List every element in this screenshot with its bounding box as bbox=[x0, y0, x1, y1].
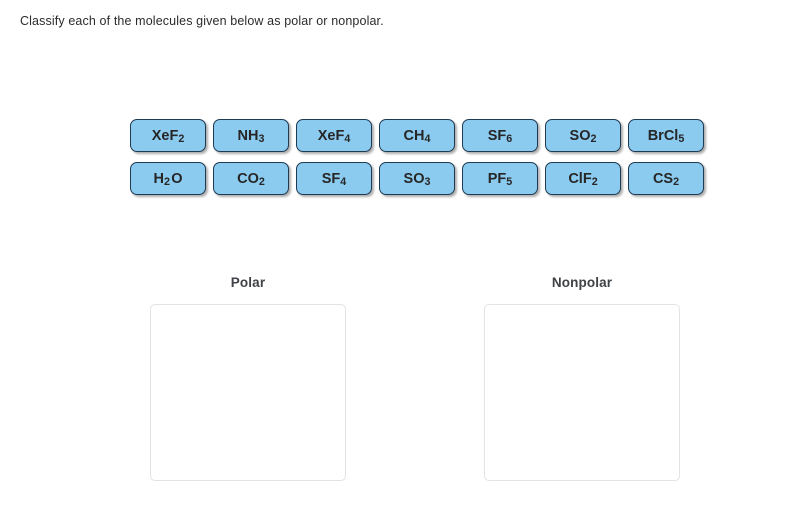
molecule-formula: SF6 bbox=[487, 127, 513, 145]
molecule-formula: CO2 bbox=[237, 170, 265, 188]
molecule-chip-brcl5[interactable]: BrCl5 bbox=[628, 119, 704, 152]
molecule-chip-cs2[interactable]: CS2 bbox=[628, 162, 704, 195]
molecule-chip-clf2[interactable]: ClF2 bbox=[545, 162, 621, 195]
molecule-chip-xef2[interactable]: XeF2 bbox=[130, 119, 206, 152]
molecule-chip-nh3[interactable]: NH3 bbox=[213, 119, 289, 152]
molecule-chip-bank: XeF2 NH3 XeF4 CH4 SF6 SO2 BrCl5 H2O CO2 SF4 SO3 PF… bbox=[130, 119, 710, 195]
molecule-chip-so3[interactable]: SO3 bbox=[379, 162, 455, 195]
molecule-chip-so2[interactable]: SO2 bbox=[545, 119, 621, 152]
molecule-formula: CS2 bbox=[652, 170, 680, 188]
molecule-formula: XeF2 bbox=[151, 127, 185, 145]
dropzone-box-nonpolar[interactable] bbox=[484, 304, 680, 481]
molecule-chip-sf4[interactable]: SF4 bbox=[296, 162, 372, 195]
molecule-chip-co2[interactable]: CO2 bbox=[213, 162, 289, 195]
dropzone-label-nonpolar: Nonpolar bbox=[551, 275, 613, 290]
molecule-formula: CH4 bbox=[403, 127, 431, 145]
dropzone-box-polar[interactable] bbox=[150, 304, 346, 481]
molecule-chip-sf6[interactable]: SF6 bbox=[462, 119, 538, 152]
molecule-formula: NH3 bbox=[237, 127, 265, 145]
molecule-formula: SO2 bbox=[569, 127, 597, 145]
molecule-formula: ClF2 bbox=[568, 170, 598, 188]
molecule-chip-ch4[interactable]: CH4 bbox=[379, 119, 455, 152]
chip-row: XeF2 NH3 XeF4 CH4 SF6 SO2 BrCl5 bbox=[130, 119, 710, 152]
molecule-chip-h2o[interactable]: H2O bbox=[130, 162, 206, 195]
chip-row: H2O CO2 SF4 SO3 PF5 ClF2 CS2 bbox=[130, 162, 710, 195]
molecule-formula: SF4 bbox=[321, 170, 347, 188]
molecule-chip-xef4[interactable]: XeF4 bbox=[296, 119, 372, 152]
molecule-formula: SO3 bbox=[403, 170, 431, 188]
dropzone-label-polar: Polar bbox=[230, 275, 266, 290]
molecule-formula: XeF4 bbox=[317, 127, 351, 145]
molecule-formula: H2O bbox=[153, 170, 183, 188]
molecule-formula: PF5 bbox=[487, 170, 513, 188]
molecule-chip-pf5[interactable]: PF5 bbox=[462, 162, 538, 195]
question-prompt: Classify each of the molecules given bel… bbox=[20, 14, 384, 28]
molecule-formula: BrCl5 bbox=[647, 127, 685, 145]
